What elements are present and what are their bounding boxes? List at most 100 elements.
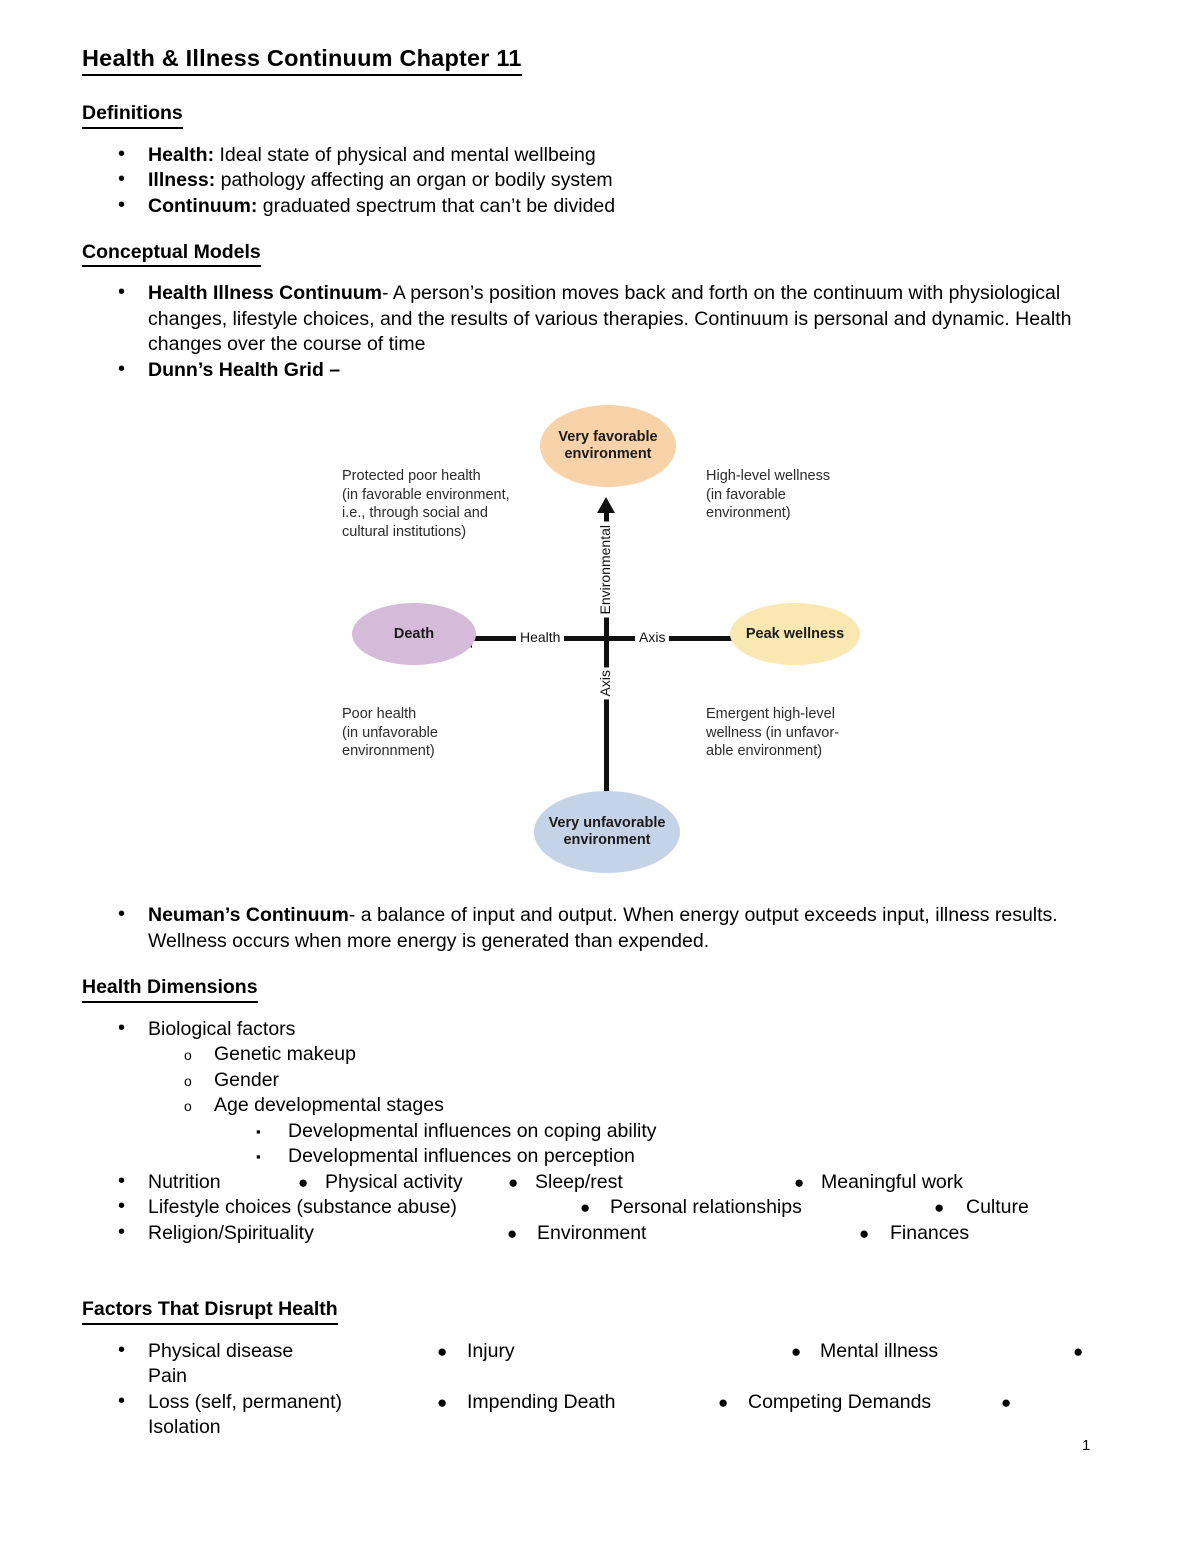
axis-label-horizontal-axis: Axis <box>635 629 670 646</box>
disrupt-row-2: Loss (self, permanent) ● Impending Death… <box>82 1389 1122 1416</box>
node-peak-wellness: Peak wellness <box>730 603 860 666</box>
quadrant-line: able environment) <box>706 743 823 760</box>
list-item: Developmental influences on coping abili… <box>214 1119 1122 1145</box>
quadrant-line: Emergent high-level <box>706 706 835 723</box>
list-item: Neuman’s Continuum- a balance of input a… <box>82 902 1122 954</box>
disrupt-cell: Physical disease <box>148 1339 294 1362</box>
inline-bullet-icon: ● <box>437 1341 448 1361</box>
dimension-cell: Personal relationships <box>610 1196 802 1219</box>
list-item: Age developmental stages Developmental i… <box>148 1093 1122 1170</box>
axis-label-vertical-axis: Axis <box>597 667 613 700</box>
model-text: - a balance of input and output. When en… <box>148 904 1058 952</box>
dimension-cell: Physical activity <box>325 1170 463 1193</box>
biological-sublist: Genetic makeup Gender Age developmental … <box>148 1042 1122 1170</box>
dunns-health-grid-diagram: Environmental Axis Health Axis Very favo… <box>338 405 898 874</box>
model-term: Health Illness Continuum <box>148 282 383 305</box>
definition-text: graduated spectrum that can’t be divided <box>257 194 616 217</box>
quadrant-line: (in favorable <box>706 486 786 503</box>
model-text: – <box>323 358 341 381</box>
conceptual-models-list: Health Illness Continuum- A person’s pos… <box>82 280 1122 384</box>
vertical-axis-line <box>604 509 609 800</box>
quadrant-line: wellness (in unfavor- <box>706 724 839 741</box>
quadrant-line: Poor health <box>342 706 417 723</box>
node-death: Death <box>352 603 476 666</box>
axis-label-health: Health <box>516 629 565 646</box>
node-very-favorable-environment: Very favorable environment <box>540 405 676 488</box>
section-heading-definitions: Definitions <box>82 102 1122 129</box>
disrupt-health-heading-text: Factors That Disrupt Health <box>82 1298 338 1325</box>
disrupt-row-1-wrap: Pain <box>148 1365 188 1388</box>
disrupt-cell: Impending Death <box>467 1390 616 1413</box>
section-heading-conceptual-models: Conceptual Models <box>82 241 1122 268</box>
inline-bullet-icon: ● <box>718 1392 729 1412</box>
sub-label: Genetic makeup <box>214 1043 356 1066</box>
section-heading-disrupt-health: Factors That Disrupt Health <box>82 1298 1122 1325</box>
node-label: Death <box>393 625 435 642</box>
quadrant-line: (in unfavorable <box>342 724 438 741</box>
inline-bullet-icon: ● <box>508 1172 519 1192</box>
list-item: Developmental influences on perception <box>214 1144 1122 1170</box>
disrupt-row-1: Physical disease ● Injury ● Mental illne… <box>82 1338 1122 1365</box>
node-label: Peak wellness <box>745 625 845 642</box>
quadrant-line: cultural institutions) <box>342 523 467 540</box>
inline-bullet-icon: ● <box>859 1223 870 1243</box>
list-item: Illness: pathology affecting an organ or… <box>82 167 1122 194</box>
dimension-cell: Finances <box>890 1221 970 1244</box>
definition-term: Health: <box>148 143 215 166</box>
quadrant-text-top-right: High-level wellness (in favorable enviro… <box>706 467 886 523</box>
disrupt-cell: Loss (self, permanent) <box>148 1390 343 1413</box>
age-stages-sublist: Developmental influences on coping abili… <box>214 1119 1122 1170</box>
dimension-row-1: Nutrition ● Physical activity ● Sleep/re… <box>82 1169 1122 1196</box>
dimension-cell: Nutrition <box>148 1170 221 1193</box>
axis-label-environmental: Environmental <box>597 522 613 618</box>
page-title: Health & Illness Continuum Chapter 11 <box>82 44 1122 77</box>
dimension-cell: Culture <box>966 1196 1029 1219</box>
list-item: Continuum: graduated spectrum that can’t… <box>82 193 1122 220</box>
definition-text: pathology affecting an organ or bodily s… <box>215 169 613 192</box>
quadrant-line: (in favorable environment, <box>342 486 510 503</box>
quadrant-text-bottom-right: Emergent high-level wellness (in unfavor… <box>706 705 886 761</box>
sub-label: Age developmental stages <box>214 1094 444 1117</box>
list-item: Gender <box>148 1068 1122 1094</box>
model-term: Dunn’s Health Grid <box>148 358 324 381</box>
conceptual-models-heading-text: Conceptual Models <box>82 241 261 268</box>
quadrant-line: environnment) <box>342 743 435 760</box>
model-text: - A person’s position moves back and for… <box>148 282 1072 356</box>
inline-bullet-icon: ● <box>580 1198 591 1218</box>
sub-sub-label: Developmental influences on coping abili… <box>288 1119 657 1142</box>
dimension-cell: Environment <box>537 1221 647 1244</box>
quadrant-line: Protected poor health <box>342 468 481 485</box>
quadrant-text-top-left: Protected poor health (in favorable envi… <box>342 467 542 541</box>
inline-bullet-icon: ● <box>1073 1341 1084 1361</box>
list-item: Health: Ideal state of physical and ment… <box>82 142 1122 169</box>
dimension-row-3: Religion/Spirituality ● Environment ● Fi… <box>82 1220 1122 1247</box>
inline-bullet-icon: ● <box>437 1392 448 1412</box>
disrupt-row-2-wrap: Isolation <box>148 1416 221 1439</box>
axis-arrow-up-icon <box>597 497 615 514</box>
page-title-text: Health & Illness Continuum Chapter 11 <box>82 44 522 77</box>
quadrant-line: environment) <box>706 505 791 522</box>
inline-bullet-icon: ● <box>934 1198 945 1218</box>
dimension-cell: Religion/Spirituality <box>148 1221 314 1244</box>
model-term: Neuman’s Continuum <box>148 904 349 927</box>
biological-factors-label: Biological factors <box>148 1017 296 1040</box>
health-dimensions-list: Biological factors Genetic makeup Gender… <box>82 1016 1122 1170</box>
list-item: Biological factors Genetic makeup Gender… <box>82 1016 1122 1170</box>
dimension-cell: Lifestyle choices (substance abuse) <box>148 1196 457 1219</box>
page-number: 1 <box>1082 1437 1091 1454</box>
definitions-heading-text: Definitions <box>82 102 183 129</box>
disrupt-cell: Injury <box>467 1339 515 1362</box>
node-label: Very unfavorable environment <box>548 815 666 849</box>
list-item: Genetic makeup <box>148 1042 1122 1068</box>
list-item: Dunn’s Health Grid – <box>82 357 1122 384</box>
inline-bullet-icon: ● <box>794 1172 805 1192</box>
neumans-continuum-list: Neuman’s Continuum- a balance of input a… <box>82 902 1122 954</box>
list-item: Health Illness Continuum- A person’s pos… <box>82 280 1122 358</box>
dimension-cell: Sleep/rest <box>535 1170 623 1193</box>
disrupt-cell: Competing Demands <box>748 1390 932 1413</box>
inline-bullet-icon: ● <box>791 1341 802 1361</box>
definition-term: Continuum: <box>148 194 258 217</box>
dimension-row-2: Lifestyle choices (substance abuse) ● Pe… <box>82 1194 1122 1221</box>
inline-bullet-icon: ● <box>298 1172 309 1192</box>
